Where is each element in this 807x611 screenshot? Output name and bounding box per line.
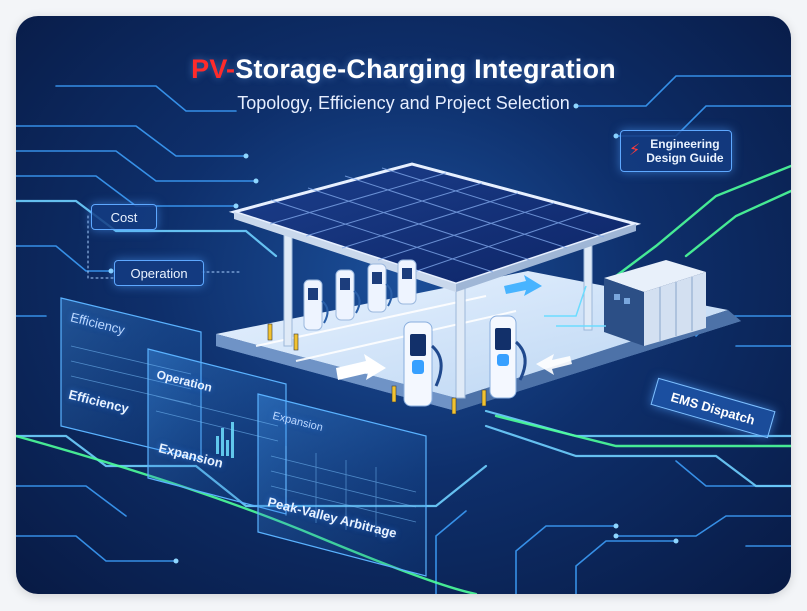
title-accent: PV- xyxy=(191,54,236,84)
guide-line-2: Design Guide xyxy=(646,151,724,165)
operation-tag: Operation xyxy=(114,260,204,286)
page-title: PV-Storage-Charging Integration xyxy=(16,54,791,85)
engineering-guide-badge: ⚡ Engineering Design Guide xyxy=(620,130,732,172)
guide-line-1: Engineering xyxy=(650,137,720,151)
hero-card: PV-Storage-Charging Integration Topology… xyxy=(16,16,791,594)
cost-tag: Cost xyxy=(91,204,157,230)
page-subtitle: Topology, Efficiency and Project Selecti… xyxy=(237,93,570,113)
lightning-bolt-icon: ⚡ xyxy=(629,142,641,159)
solar-canopy xyxy=(228,162,642,292)
charging-station-illustration xyxy=(16,75,791,594)
title-block: PV-Storage-Charging Integration Topology… xyxy=(16,54,791,114)
info-panels xyxy=(60,297,427,577)
title-main: Storage-Charging Integration xyxy=(235,54,616,84)
battery-storage-cabinets xyxy=(544,260,706,346)
guide-text: Engineering Design Guide xyxy=(646,137,723,165)
ev-chargers xyxy=(267,259,527,415)
